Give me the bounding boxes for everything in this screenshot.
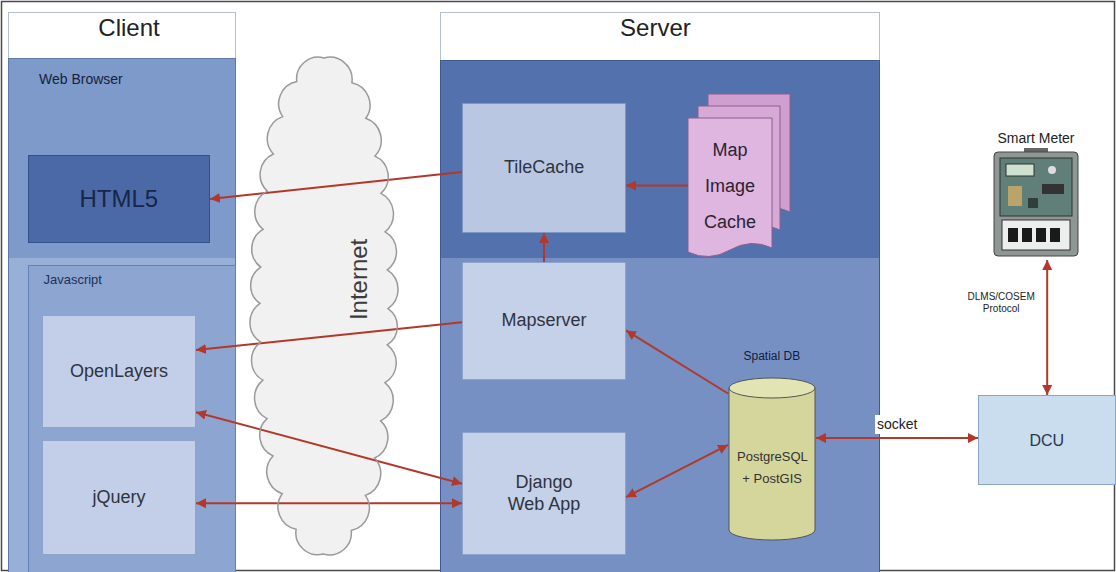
smart-meter-device: Smart Meter [980, 128, 1092, 260]
meter-part [1024, 148, 1048, 154]
edge-label: DLMS/COSEM Protocol [963, 291, 1039, 315]
process-box: DCU [978, 395, 1116, 485]
client-panel-fill [8, 58, 236, 258]
client-panel: HTML5OpenLayers jQuery Javascript ClientWeb… [8, 12, 236, 572]
box-label: jQuery [93, 487, 146, 509]
cylinder-body [729, 388, 815, 540]
edge-label-patch: socket [875, 415, 919, 434]
server-column [441, 13, 880, 572]
connector-arrow [196, 322, 462, 350]
server-panel-fill [440, 60, 880, 258]
meter-part [1048, 166, 1056, 174]
connector-arrow [626, 445, 728, 497]
meter-part [1008, 186, 1022, 206]
meter-part [994, 152, 1078, 256]
cache-label: Map Image Cache [694, 132, 766, 240]
process-box: HTML5 [28, 155, 210, 243]
javascript-panel-fill [29, 266, 236, 572]
database-cylinder-outline [728, 344, 816, 542]
box-label: DCU [1030, 431, 1065, 450]
connector-arrow [210, 172, 462, 199]
internet-cloud-outline [246, 44, 402, 568]
box-label: OpenLayers [70, 361, 168, 383]
box-label: TileCache [504, 157, 584, 179]
cloud-fill [250, 57, 398, 555]
panel-title: Client [98, 14, 159, 43]
database-label: PostgreSQL + PostGIS [737, 446, 807, 490]
smart-meter-device-outline [980, 128, 1092, 260]
panel-title: Server [620, 14, 691, 43]
connector-arrow [543, 233, 545, 262]
meter-part [1050, 228, 1060, 242]
edge-label-patch: DLMS/COSEM Protocol [961, 290, 1041, 316]
cloud-label: Internet [346, 239, 375, 320]
document-page [688, 118, 772, 257]
edge-label: socket [877, 416, 917, 433]
box-label: Mapserver [502, 310, 587, 332]
meter-part [1028, 198, 1038, 208]
database-title: Spatial DB [744, 349, 801, 363]
connector-arrow [626, 185, 688, 187]
connector-arrow [816, 437, 978, 439]
cylinder-top [729, 378, 815, 398]
meter-part [1002, 220, 1070, 250]
connector-arrow [196, 502, 462, 504]
database-cylinder: Spatial DB PostgreSQL + PostGIS [728, 344, 816, 542]
client-panel-fill [8, 258, 236, 572]
client-column [9, 13, 236, 572]
connector-arrow [626, 330, 728, 393]
box-label: HTML5 [80, 185, 159, 214]
server-panel-fill [440, 258, 880, 572]
connector-arrow [196, 412, 462, 483]
meter-part [1006, 164, 1034, 176]
internet-cloud: Internet [246, 44, 402, 568]
cache-stack: Map Image Cache [688, 92, 792, 262]
process-box: OpenLayers [42, 315, 196, 428]
panel-title: Javascript [43, 272, 102, 288]
process-box: Django Web App [462, 432, 626, 555]
client-panel-border [9, 59, 236, 572]
panel-title: Web Browser [39, 71, 123, 88]
process-box: Mapserver [462, 262, 626, 380]
group-panel: OpenLayers jQuery Javascript [28, 265, 236, 572]
server-panel: TileCache Map Image CacheMapserverSpatial… [440, 12, 880, 572]
meter-part [1008, 228, 1018, 242]
box-label: Django Web App [499, 472, 589, 515]
device-title: Smart Meter [998, 130, 1075, 147]
server-panel-border [441, 61, 880, 572]
process-box: jQuery [42, 440, 196, 555]
connector-arrow [1046, 260, 1048, 395]
meter-part [1042, 184, 1064, 194]
meter-part [1036, 228, 1046, 242]
meter-part [1000, 158, 1072, 216]
process-box: TileCache [462, 103, 626, 233]
cloud-outline [250, 57, 398, 555]
meter-part [1022, 228, 1032, 242]
meter-illustration [994, 148, 1078, 256]
